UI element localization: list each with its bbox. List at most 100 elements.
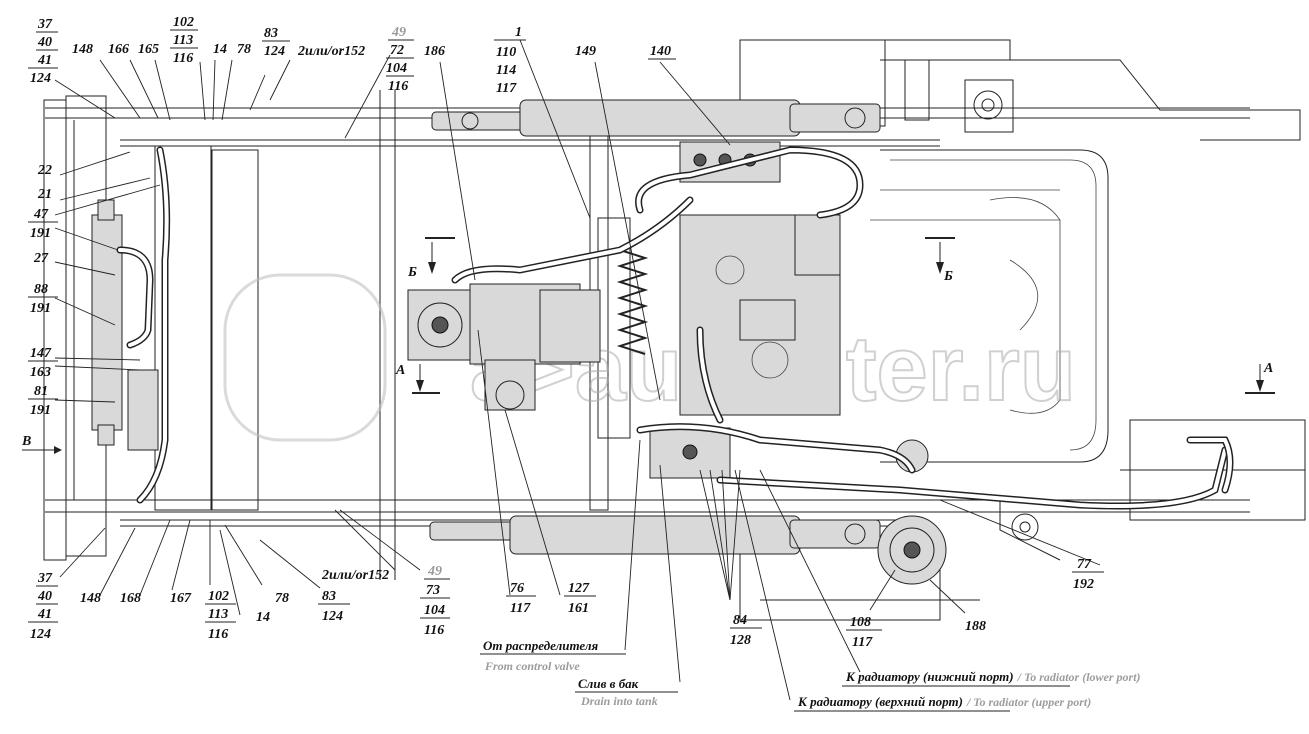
- callouts-bottom: 37 40 41 124 148 168 167 102 113 116 78 …: [28, 557, 1104, 650]
- callout-116-b-top: 116: [388, 79, 408, 94]
- callout-116-bottom: 116: [208, 627, 228, 642]
- caption-from-valve-ru: От распределителя: [483, 638, 599, 653]
- callout-114: 114: [496, 63, 516, 78]
- spring-coil: [616, 249, 649, 355]
- section-b-left: Б: [407, 265, 417, 280]
- caption-rad-lower: К радиатору (нижний порт) / To radiator …: [845, 668, 1141, 685]
- caption-drain-ru: Слив в бак: [578, 676, 639, 691]
- callouts-left: 37 40 41 124 148 166 165 102 113 116 14 …: [28, 15, 445, 418]
- callout-149: 149: [575, 44, 596, 59]
- radiator-fitting: [877, 439, 947, 585]
- caption-drain-en: Drain into tank: [580, 694, 658, 708]
- caption-rad-upper-en: / To radiator (upper port): [966, 695, 1091, 709]
- callout-148-bottom: 148: [80, 591, 101, 606]
- bottom-cylinder: [429, 515, 881, 555]
- callout-110: 110: [496, 45, 516, 60]
- callout-2-152-top: 2или/or152: [297, 44, 365, 59]
- section-a-right: A: [1263, 361, 1273, 376]
- distributor-valve: [649, 427, 731, 479]
- callout-124-bottom: 124: [30, 627, 51, 642]
- callout-124-b-bottom: 124: [322, 609, 343, 624]
- callout-108: 108: [850, 615, 871, 630]
- callout-14-bottom: 14: [256, 610, 270, 625]
- callout-81: 81: [34, 384, 48, 399]
- callout-22: 22: [37, 163, 52, 178]
- left-radiator-block: [91, 199, 159, 451]
- callout-78-bottom: 78: [275, 591, 289, 606]
- callout-40-bottom: 40: [37, 589, 52, 604]
- callout-127: 127: [568, 581, 590, 596]
- callout-104-top: 104: [386, 61, 407, 76]
- main-pump: [407, 283, 601, 411]
- callout-116-top: 116: [173, 51, 193, 66]
- callout-83-top: 83: [264, 26, 278, 41]
- callout-78-top: 78: [237, 42, 251, 57]
- callout-76: 76: [510, 581, 524, 596]
- caption-rad-upper-ru: К радиатору (верхний порт): [797, 694, 963, 709]
- callout-140: 140: [650, 44, 671, 59]
- callout-188: 188: [965, 619, 986, 634]
- callout-191-c: 191: [30, 403, 51, 418]
- callout-49-top: 49: [391, 25, 406, 40]
- flow-captions: От распределителя From control valve Сли…: [480, 638, 1141, 712]
- callout-168: 168: [120, 591, 141, 606]
- callout-191-b: 191: [30, 301, 51, 316]
- callout-113-top: 113: [173, 33, 193, 48]
- section-b-right: Б: [943, 269, 953, 284]
- callout-102-bottom: 102: [208, 589, 229, 604]
- callout-117-a: 117: [510, 601, 531, 616]
- callout-113-bottom: 113: [208, 607, 228, 622]
- callout-72: 72: [390, 43, 404, 58]
- chassis-frame: [43, 39, 1306, 621]
- caption-from-valve-en: From control valve: [484, 659, 580, 673]
- callout-161: 161: [568, 601, 589, 616]
- callout-40-top: 40: [37, 35, 52, 50]
- callout-163: 163: [30, 365, 51, 380]
- callout-124-top: 124: [30, 71, 51, 86]
- callout-14-top: 14: [213, 42, 227, 57]
- callout-49-bottom: 49: [427, 564, 442, 579]
- section-marks: Б A Б A B: [21, 237, 1275, 454]
- callout-47: 47: [33, 207, 49, 222]
- callout-167: 167: [170, 591, 192, 606]
- callout-116-b-bottom: 116: [424, 623, 444, 638]
- callout-124-b-top: 124: [264, 44, 285, 59]
- callout-88: 88: [34, 282, 48, 297]
- hoses: [116, 146, 1234, 510]
- callout-166: 166: [108, 42, 129, 57]
- callout-1: 1: [515, 25, 522, 40]
- callout-102-top: 102: [173, 15, 194, 30]
- callout-186: 186: [424, 44, 445, 59]
- callout-37-bottom: 37: [37, 571, 53, 586]
- callout-147: 147: [30, 346, 52, 361]
- callouts-top: 1 110 114 117 149 140: [494, 25, 676, 96]
- top-cylinder: [431, 99, 881, 137]
- callout-2-152-bottom: 2или/or152: [321, 568, 389, 583]
- callout-27: 27: [33, 251, 49, 266]
- caption-rad-lower-ru: К радиатору (нижний порт): [845, 669, 1014, 684]
- callout-21: 21: [37, 187, 52, 202]
- view-b-label: B: [21, 434, 31, 449]
- callout-117-b: 117: [852, 635, 873, 650]
- callout-165: 165: [138, 42, 159, 57]
- callout-73: 73: [426, 583, 440, 598]
- callout-104-bottom: 104: [424, 603, 445, 618]
- callout-83-bottom: 83: [322, 589, 336, 604]
- callout-191-a: 191: [30, 226, 51, 241]
- callout-148-top: 148: [72, 42, 93, 57]
- callout-128: 128: [730, 633, 751, 648]
- callout-77: 77: [1077, 557, 1092, 572]
- callout-37-top: 37: [37, 17, 53, 32]
- callout-192: 192: [1073, 577, 1094, 592]
- callout-84: 84: [733, 613, 747, 628]
- callout-117-top: 117: [496, 81, 517, 96]
- caption-rad-upper: К радиатору (верхний порт) / To radiator…: [797, 693, 1091, 710]
- caption-rad-lower-en: / To radiator (lower port): [1017, 670, 1141, 684]
- watermark: a>autoaiter.ru: [223, 273, 1077, 442]
- section-a-left: A: [395, 363, 405, 378]
- callout-41-bottom: 41: [37, 607, 52, 622]
- leader-lines: [54, 39, 1101, 701]
- callout-41-top: 41: [37, 53, 52, 68]
